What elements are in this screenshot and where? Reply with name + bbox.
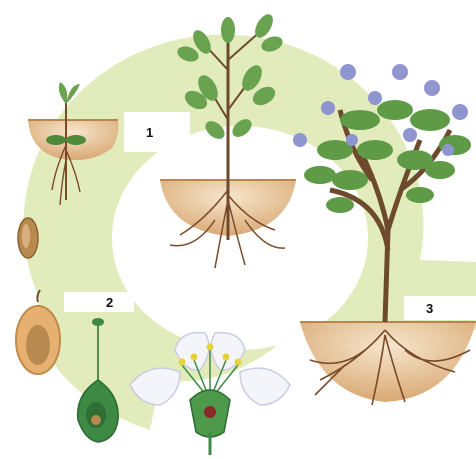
stage-label-1-text: 1 (146, 125, 153, 140)
stage-label-2: 2 (64, 292, 134, 312)
stage-label-1: 1 (124, 112, 190, 152)
stage-label-3-text: 3 (426, 301, 433, 316)
stage-label-3: 3 (404, 296, 476, 320)
seed-icon (18, 218, 38, 258)
stage-label-2-text: 2 (106, 295, 113, 310)
